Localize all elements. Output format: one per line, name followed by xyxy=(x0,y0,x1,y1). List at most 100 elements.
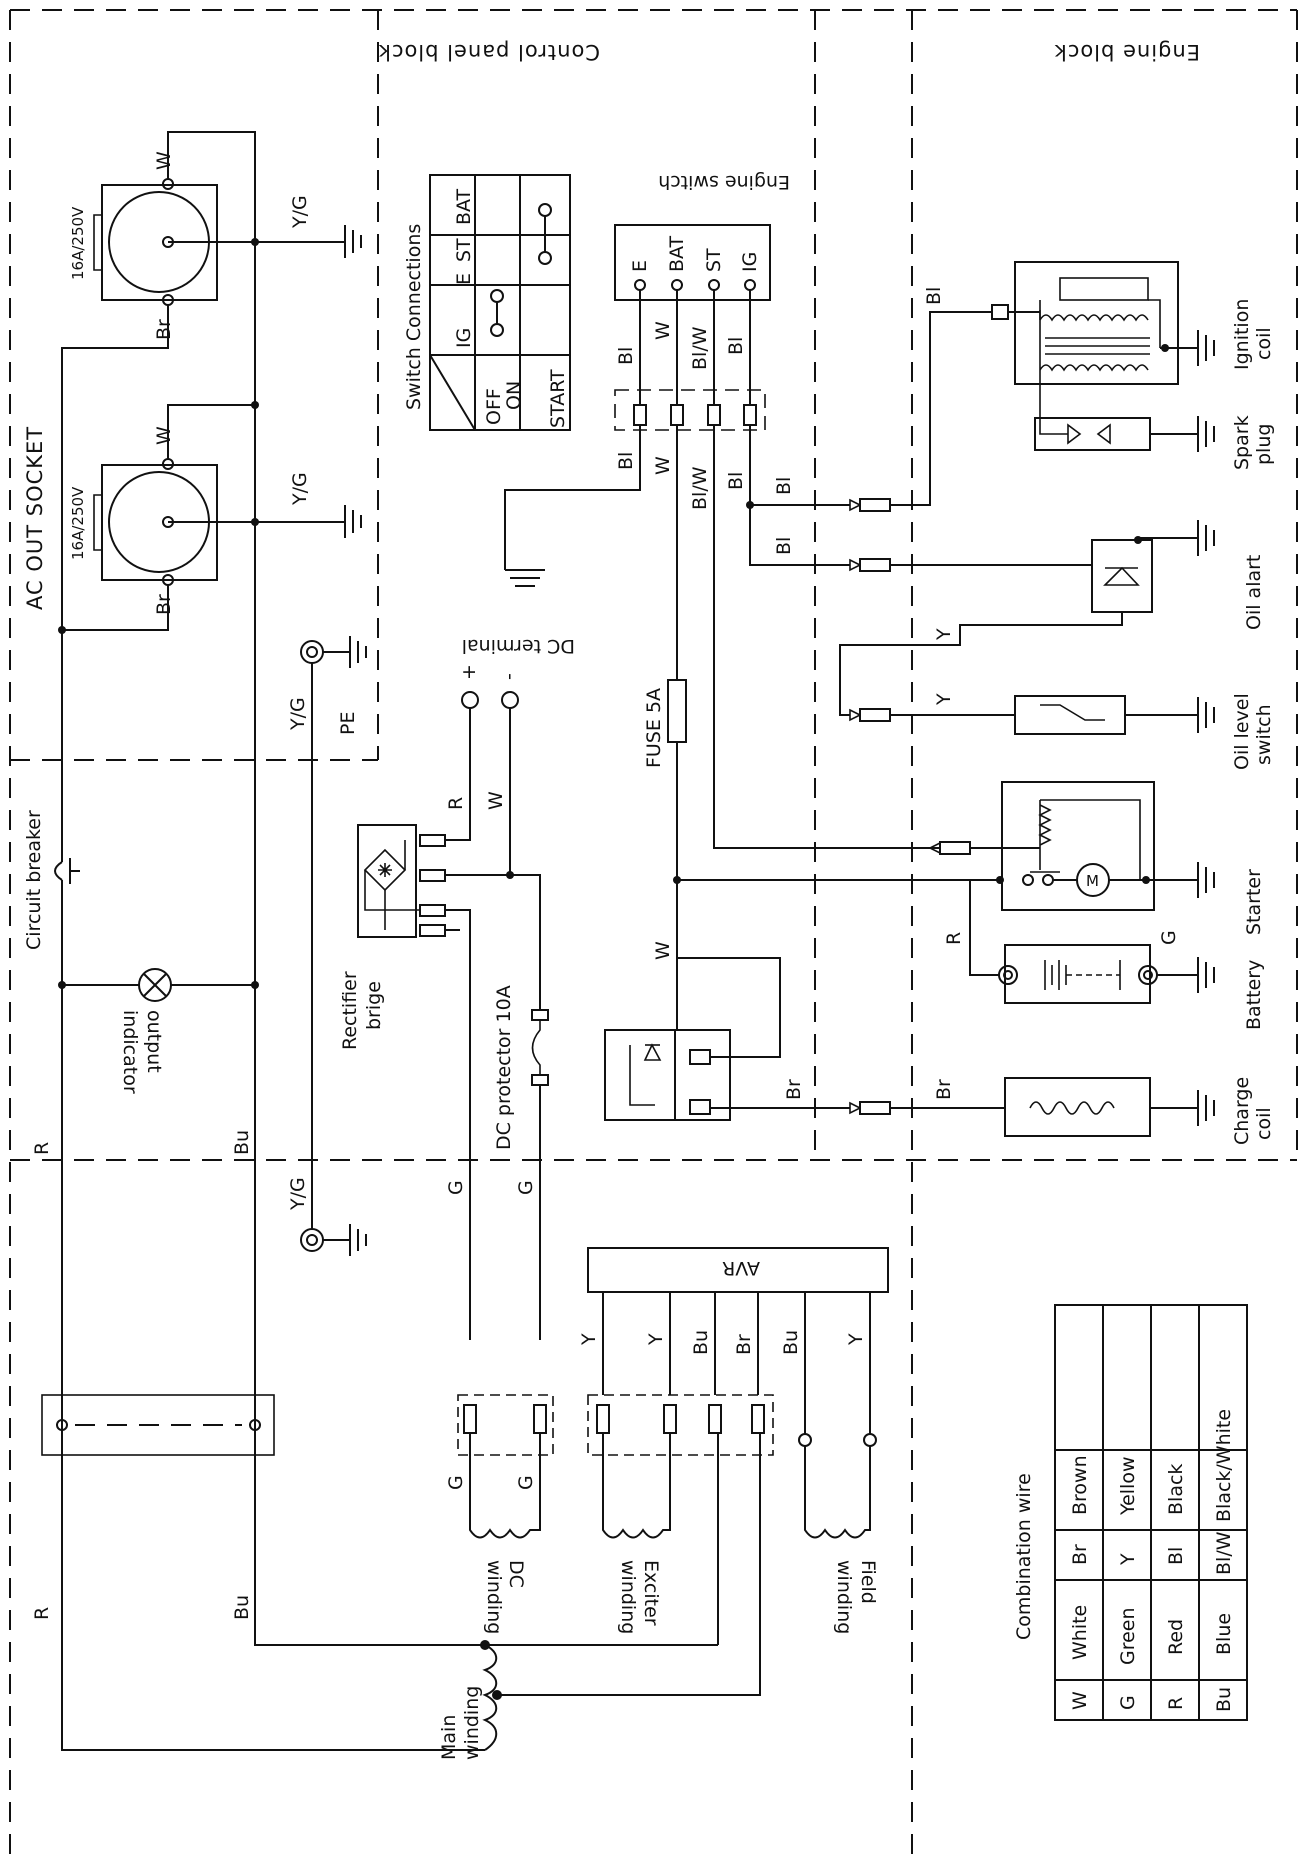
socket-upper-br: Br xyxy=(153,319,175,340)
pe-terminal: Y/G PE Y/G xyxy=(287,636,367,1256)
wire-w-main: W xyxy=(652,456,674,475)
wire-bu-lower: Bu xyxy=(231,1595,253,1620)
ignition-coil: Bl Ignition coil xyxy=(890,261,1275,506)
pe-yg-label: Y/G xyxy=(287,697,309,731)
fuse: FUSE 5A xyxy=(643,679,687,768)
legend-r0-c1: White xyxy=(1069,1605,1091,1660)
legend-r0-c2: Br xyxy=(1069,1544,1091,1565)
switch-row-start: START xyxy=(547,369,569,428)
wire-bl-ig2: Bl xyxy=(773,477,795,495)
battery-wire-g: G xyxy=(1158,930,1180,945)
spark-plug-line2: plug xyxy=(1253,424,1275,465)
avr-wire-bu1: Bu xyxy=(690,1330,712,1355)
switch-col-st: ST xyxy=(453,238,475,262)
spark-plug: Spark plug xyxy=(1034,380,1275,470)
switch-row-off: OFF xyxy=(483,388,505,425)
legend-r3-c3: Black/White xyxy=(1213,1409,1235,1522)
rectifier-line2: brige xyxy=(363,981,385,1030)
dc-wire-g2: G xyxy=(515,1180,537,1195)
engine-switch-ig: IG xyxy=(739,252,761,272)
legend-r2-c1: Red xyxy=(1165,1619,1187,1655)
legend-r0-c3: Brown xyxy=(1069,1455,1091,1515)
battery: R G Battery xyxy=(673,876,1265,1030)
charge-diode-block: W Br xyxy=(604,941,850,1121)
engine-switch-title: Engine switch xyxy=(658,171,790,193)
legend-r3-c1: Blue xyxy=(1213,1613,1235,1655)
switch-col-e: E xyxy=(453,273,475,285)
socket-lower-w: W xyxy=(153,426,175,445)
exciter-winding: Exciter winding xyxy=(587,1394,774,1634)
ac-wiring xyxy=(58,131,485,1751)
ignition-coil-line1: Ignition xyxy=(1231,299,1253,370)
switch-connections-table: Switch Connections IG E ST BAT OFF ON ST… xyxy=(403,174,571,431)
avr-wire-br: Br xyxy=(733,1334,755,1355)
ac-socket-upper: 16A/250V W Br Y/G xyxy=(69,151,311,340)
field-winding-line1: Field xyxy=(857,1560,879,1604)
ignition-wire-bl: Bl xyxy=(923,287,945,305)
dc-winding: G G DC winding xyxy=(445,1394,554,1634)
dc-wire-r: R xyxy=(445,797,467,810)
dc-protector: DC protector 10A G G xyxy=(445,985,549,1340)
engine-switch-wire-bl: Bl xyxy=(615,347,637,365)
legend-title: Combination wire xyxy=(1013,1473,1035,1640)
field-winding: Field winding xyxy=(798,1395,879,1634)
block-borders xyxy=(9,9,1298,1855)
exciter-winding-line2: winding xyxy=(617,1560,639,1634)
dc-terminal: DC terminal + - R W xyxy=(445,635,575,876)
charge-coil-line2: coil xyxy=(1253,1107,1275,1140)
engine-switch-wire-bl2: Bl xyxy=(725,337,747,355)
engine-switch-wire-w: W xyxy=(652,321,674,340)
control-panel-title: Control panel block xyxy=(378,40,600,64)
oil-level-switch-line2: switch xyxy=(1253,704,1275,765)
main-connector xyxy=(41,1394,275,1456)
wire-bl-ig3: Bl xyxy=(773,537,795,555)
charge-wire-br: Br xyxy=(933,1079,955,1100)
engine-switch-e: E xyxy=(629,260,651,272)
engine-switch-st: ST xyxy=(703,248,725,272)
field-winding-line2: winding xyxy=(833,1560,855,1634)
socket-lower-rating: 16A/250V xyxy=(69,486,87,560)
pe-label: PE xyxy=(337,712,359,735)
switch-table-title: Switch Connections xyxy=(403,224,425,410)
rectifier-bridge: Rectifier brige xyxy=(339,824,541,1340)
pe-yg-label-2: Y/G xyxy=(287,1177,309,1211)
engine-switch-bat: BAT xyxy=(666,235,688,272)
engine-block-title: Engine block xyxy=(1054,40,1200,64)
legend-r2-c2: Bl xyxy=(1165,1547,1187,1565)
dc-winding-line1: DC xyxy=(505,1560,527,1588)
ignition-coil-line2: coil xyxy=(1253,327,1275,360)
avr-wire-y1: Y xyxy=(578,1333,600,1346)
socket-lower-br: Br xyxy=(153,594,175,615)
motor-m: M xyxy=(1086,872,1099,890)
engine-switch: Engine switch E BAT ST IG Bl W Bl/W Bl B… xyxy=(504,171,940,1050)
legend-r1-c0: G xyxy=(1117,1695,1139,1710)
diode-wire-w: W xyxy=(652,941,674,960)
engine-switch-wire-blw: Bl/W xyxy=(689,326,711,370)
socket-upper-rating: 16A/250V xyxy=(69,206,87,280)
avr: AVR Y Y Bu Br Bu Y xyxy=(578,1247,889,1395)
oil-alart-label: Oil alart xyxy=(1243,555,1265,630)
oil-level-switch: Y Oil level switch xyxy=(890,693,1275,770)
output-indicator-line2: indicator xyxy=(119,1010,141,1094)
oil-alart-wire-y: Y xyxy=(933,628,955,641)
ac-socket-lower: 16A/250V W Br Y/G xyxy=(69,426,311,615)
switch-col-bat: BAT xyxy=(453,188,475,225)
battery-wire-r: R xyxy=(943,932,965,945)
wire-bl-ig: Bl xyxy=(725,472,747,490)
legend-r1-c2: Y xyxy=(1117,1553,1139,1566)
legend-r3-c0: Bu xyxy=(1213,1687,1235,1712)
wire-blw-main: Bl/W xyxy=(689,466,711,510)
exciter-winding-line1: Exciter xyxy=(640,1560,662,1626)
oil-level-switch-line1: Oil level xyxy=(1231,693,1253,770)
dc-plus: + xyxy=(458,664,480,680)
main-winding: Main winding xyxy=(438,1425,761,1760)
switch-col-ig: IG xyxy=(453,328,475,348)
output-indicator: output indicator xyxy=(62,968,255,1094)
main-winding-line2: winding xyxy=(461,1686,483,1760)
circuit-breaker: Circuit breaker xyxy=(23,810,80,950)
main-winding-line1: Main xyxy=(438,1715,460,1760)
socket-lower-yg: Y/G xyxy=(289,472,311,506)
wire-legend: Combination wire W White Br Brown G Gree… xyxy=(1013,1304,1248,1721)
dc-wire-g1: G xyxy=(445,1180,467,1195)
